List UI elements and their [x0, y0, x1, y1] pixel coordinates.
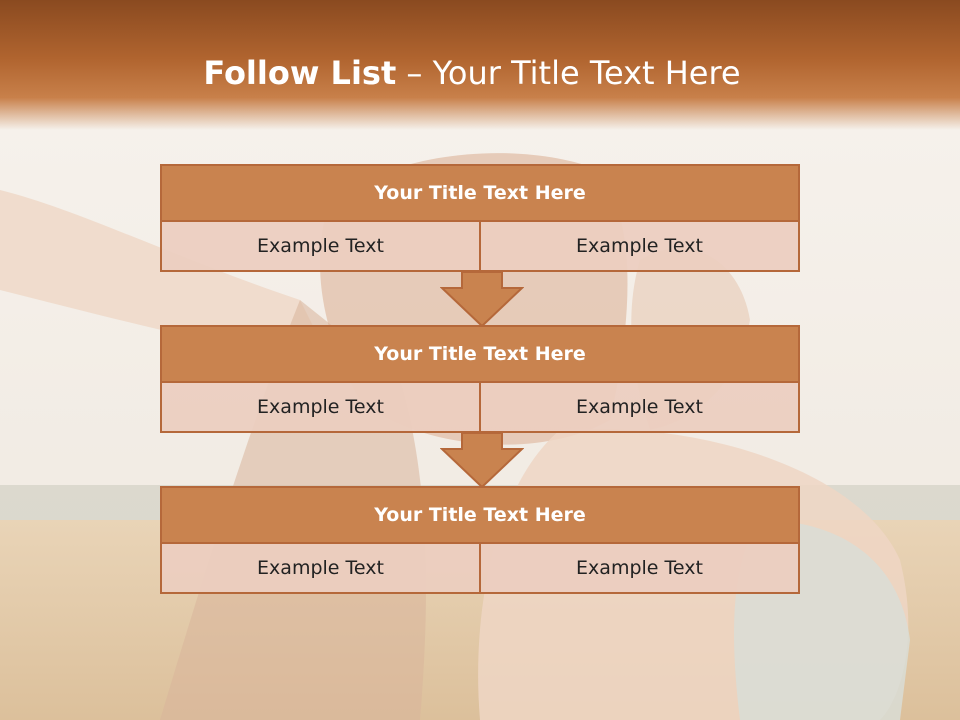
block-cell-right: Example Text: [479, 383, 798, 431]
list-block-2: Your Title Text Here Example Text Exampl…: [160, 325, 800, 433]
title-bar: [0, 0, 960, 130]
block-cell-left: Example Text: [162, 222, 479, 270]
block-row: Example Text Example Text: [162, 383, 798, 431]
list-block-1: Your Title Text Here Example Text Exampl…: [160, 164, 800, 272]
block-cell-right: Example Text: [479, 222, 798, 270]
slide-title: Follow List – Your Title Text Here: [0, 54, 944, 92]
block-cell-left: Example Text: [162, 544, 479, 592]
block-cell-right: Example Text: [479, 544, 798, 592]
block-title: Your Title Text Here: [162, 166, 798, 222]
block-title: Your Title Text Here: [162, 488, 798, 544]
down-arrow-icon: [440, 271, 524, 328]
list-block-3: Your Title Text Here Example Text Exampl…: [160, 486, 800, 594]
block-title: Your Title Text Here: [162, 327, 798, 383]
block-row: Example Text Example Text: [162, 222, 798, 270]
block-cell-left: Example Text: [162, 383, 479, 431]
down-arrow-icon: [440, 432, 524, 489]
slide-title-rest: – Your Title Text Here: [406, 54, 741, 92]
block-row: Example Text Example Text: [162, 544, 798, 592]
slide-title-bold: Follow List: [203, 54, 397, 92]
